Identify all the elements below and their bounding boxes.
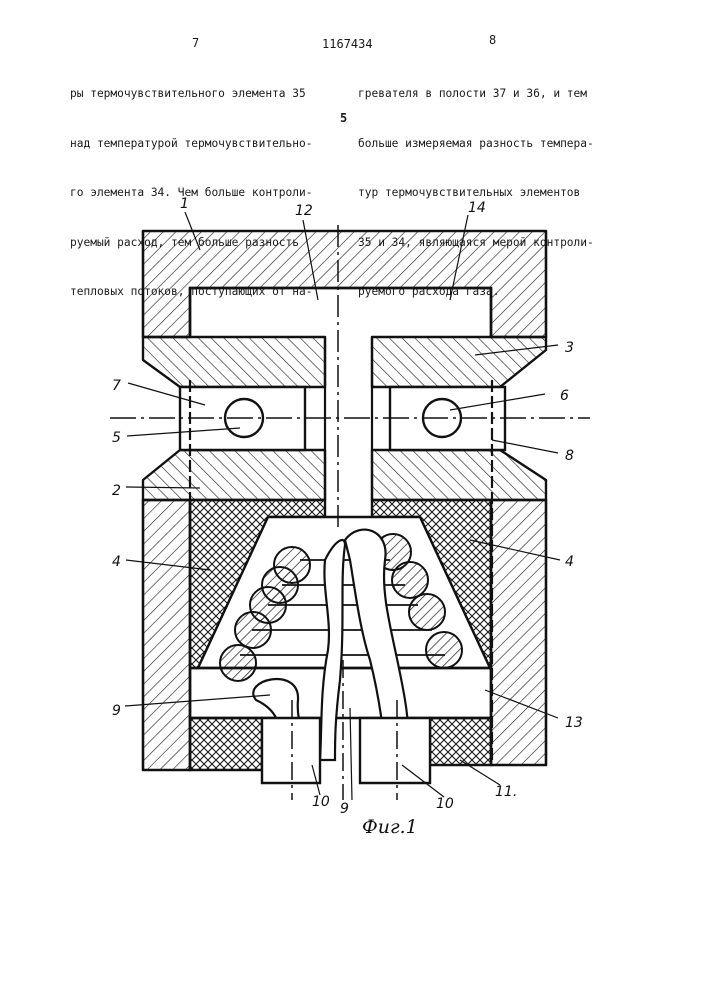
coil-right [409, 594, 445, 630]
label-10-left: 10 [312, 794, 330, 810]
insulation-bottom-left [190, 718, 262, 770]
housing-right-wall [491, 500, 546, 765]
coil-right [392, 562, 428, 598]
coil-left [220, 645, 256, 681]
label-4-right: 4 [565, 554, 574, 570]
insert-bottom-left [143, 450, 325, 500]
label-2: 2 [112, 483, 121, 499]
label-3: 3 [565, 340, 574, 356]
label-10-right: 10 [436, 796, 454, 812]
label-5: 5 [112, 430, 121, 446]
coil-right [426, 632, 462, 668]
insert-top-right [372, 337, 546, 387]
label-14: 14 [468, 200, 486, 216]
terminal-left [262, 718, 320, 783]
terminal-right [360, 718, 430, 783]
label-9-left: 9 [112, 703, 121, 719]
terminals-10 [262, 718, 430, 783]
label-12: 12 [295, 203, 313, 219]
insert-bottom-right [372, 450, 546, 500]
label-8: 8 [565, 448, 574, 464]
label-13: 13 [565, 715, 583, 731]
label-1: 1 [180, 196, 189, 212]
coil-left [235, 612, 271, 648]
label-9-center: 9 [340, 801, 349, 817]
insert-top-left [143, 337, 325, 387]
housing-left-wall [143, 500, 190, 770]
housing-cap [143, 231, 546, 337]
label-7: 7 [112, 378, 121, 394]
figure-caption: Фиг.1 [362, 816, 418, 838]
label-11: 11. [495, 784, 517, 800]
insulation-bottom-right [430, 718, 491, 765]
channel-14 [190, 288, 491, 337]
label-4-left: 4 [112, 554, 121, 570]
label-6: 6 [560, 388, 569, 404]
